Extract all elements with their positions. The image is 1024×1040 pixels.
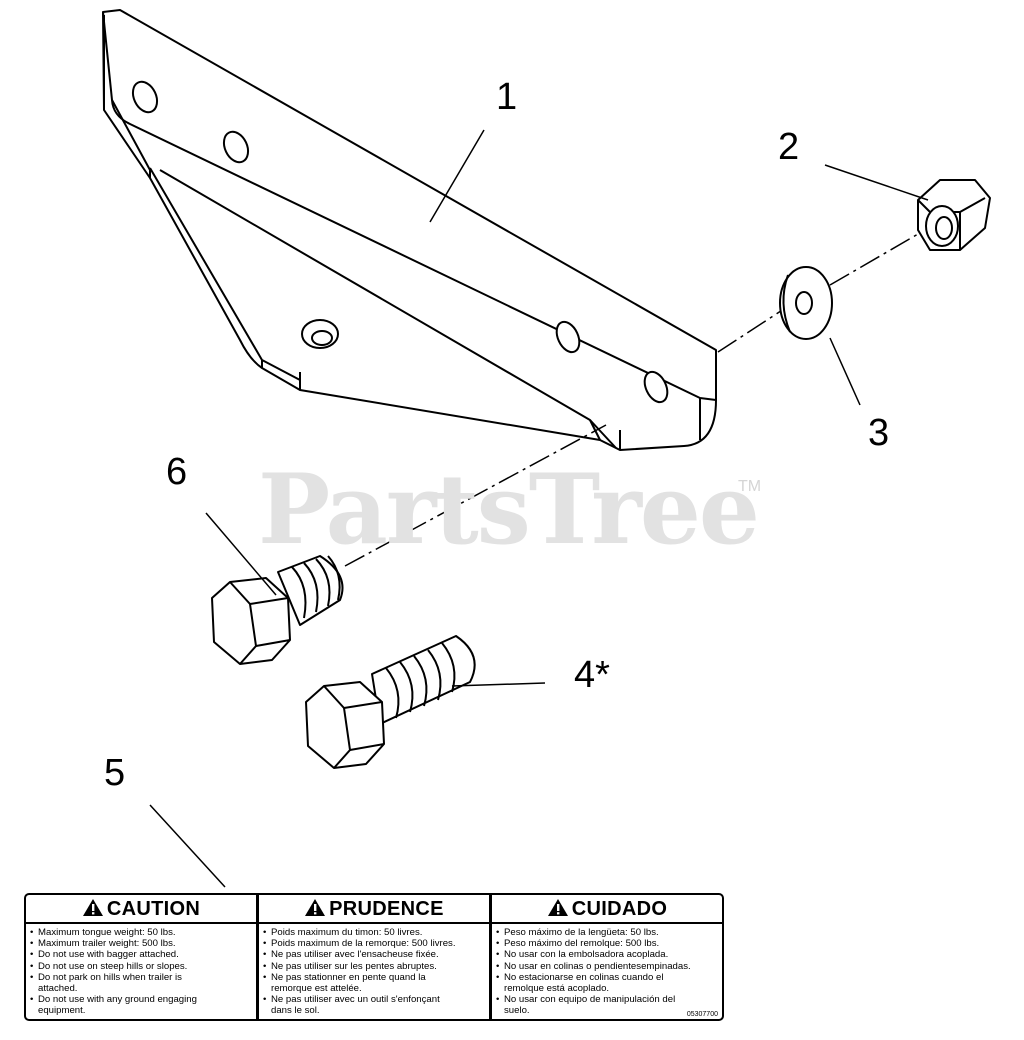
callout-5: 5 bbox=[104, 752, 126, 794]
list-item: Do not use with bagger attached. bbox=[30, 949, 252, 960]
callout-2: 2 bbox=[778, 126, 800, 168]
list-item: Do not park on hills when trailer is att… bbox=[30, 972, 188, 994]
list-item: Ne pas utiliser avec un outil s'enfonçan… bbox=[263, 994, 461, 1016]
list-item: Ne pas stationner en pente quand la remo… bbox=[263, 972, 451, 994]
decal-panel-english: CAUTION Maximum tongue weight: 50 lbs. M… bbox=[26, 895, 259, 1019]
list-item: Peso máximo del remolque: 500 lbs. bbox=[496, 938, 718, 949]
list-item: Maximum trailer weight: 500 lbs. bbox=[30, 938, 252, 949]
list-item: Do not use with any ground engaging equi… bbox=[30, 994, 218, 1016]
panel-lines: Maximum tongue weight: 50 lbs. Maximum t… bbox=[30, 927, 252, 1017]
heading-text: CUIDADO bbox=[571, 898, 668, 920]
callout-4: 4* bbox=[574, 654, 610, 696]
warning-triangle-icon bbox=[547, 899, 568, 916]
panel-heading: PRUDENCE bbox=[259, 897, 489, 924]
heading-text: CAUTION bbox=[106, 898, 201, 920]
list-item: No usar con equipo de manipulación del s… bbox=[496, 994, 694, 1016]
callout-6: 6 bbox=[166, 451, 188, 493]
callout-3: 3 bbox=[868, 412, 890, 454]
assembly-centerlines bbox=[344, 229, 926, 567]
callout-1: 1 bbox=[496, 76, 518, 118]
list-item: Poids maximum du timon: 50 livres. bbox=[263, 927, 485, 938]
decal-part-code: 05307700 bbox=[686, 1011, 718, 1018]
list-item: Poids maximum de la remorque: 500 livres… bbox=[263, 938, 485, 949]
list-item: Do not use on steep hills or slopes. bbox=[30, 961, 252, 972]
list-item: Ne pas utiliser sur les pentes abruptes. bbox=[263, 961, 485, 972]
watermark: PartsTree bbox=[258, 453, 760, 566]
list-item: No estacionarse en colinas cuando el rem… bbox=[496, 972, 694, 994]
list-item: Maximum tongue weight: 50 lbs. bbox=[30, 927, 252, 938]
hex-bolt-lower bbox=[305, 635, 476, 769]
warning-triangle-icon bbox=[305, 899, 326, 916]
list-item: Ne pas utiliser avec l'ensacheuse fixée. bbox=[263, 949, 485, 960]
heading-text: PRUDENCE bbox=[329, 898, 444, 920]
leader-lines bbox=[149, 129, 929, 888]
decal-panel-french: PRUDENCE Poids maximum du timon: 50 livr… bbox=[259, 895, 492, 1019]
watermark-trademark: TM bbox=[738, 478, 762, 495]
list-item: No usar en colinas o pendientesempinadas… bbox=[496, 961, 718, 972]
panel-lines: Peso máximo de la lengüeta: 50 lbs. Peso… bbox=[496, 927, 718, 1017]
warning-decal: CAUTION Maximum tongue weight: 50 lbs. M… bbox=[24, 893, 724, 1021]
hex-bolt-upper bbox=[211, 555, 344, 665]
panel-heading: CAUTION bbox=[26, 897, 256, 924]
panel-heading: CUIDADO bbox=[492, 897, 722, 924]
list-item: Peso máximo de la lengüeta: 50 lbs. bbox=[496, 927, 718, 938]
decal-panel-spanish: CUIDADO Peso máximo de la lengüeta: 50 l… bbox=[492, 895, 722, 1019]
flat-washer bbox=[779, 266, 833, 340]
panel-lines: Poids maximum du timon: 50 livres. Poids… bbox=[263, 927, 485, 1017]
hitch-bracket bbox=[102, 9, 717, 451]
list-item: No usar con la embolsadora acoplada. bbox=[496, 949, 718, 960]
warning-triangle-icon bbox=[82, 899, 103, 916]
hex-lock-nut bbox=[917, 179, 991, 251]
